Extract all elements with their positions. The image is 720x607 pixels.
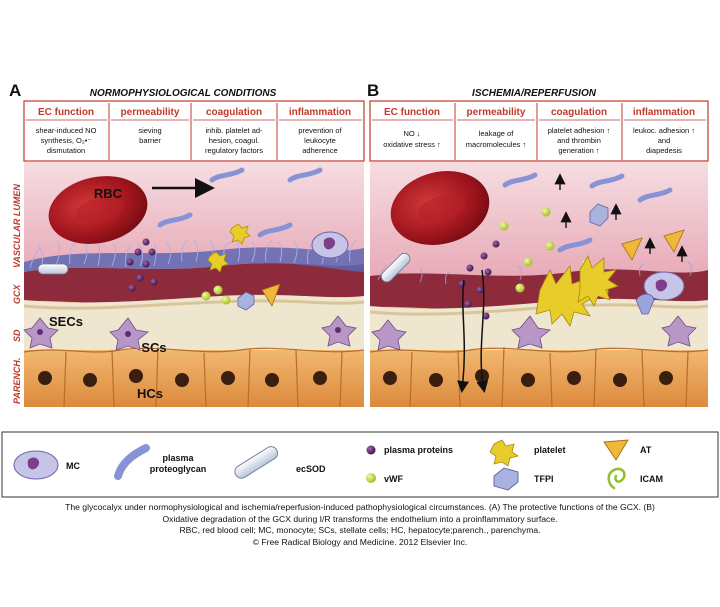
rbc-label: RBC (94, 186, 123, 201)
panel-a-title: NORMOPHYSIOLOGICAL CONDITIONS (90, 88, 277, 99)
icam (635, 293, 655, 315)
glycocalyx-fibers (29, 239, 357, 269)
box-a-perm-line: sieving (138, 126, 161, 135)
legend-at-label: AT (640, 445, 652, 455)
box-b-infl-line: diapedesis (646, 146, 682, 155)
legend-plasma-proteoglycan: plasma proteoglycan (114, 444, 207, 480)
activated-platelets (535, 255, 619, 327)
figure-caption: The glycocalyx under normophysiological … (10, 502, 710, 548)
ecsod (37, 263, 69, 275)
hepatocyte-layer (24, 350, 364, 407)
legend-ecsod-label: ecSOD (296, 464, 326, 474)
box-b-perm-line: macromolecules ↑ (466, 140, 526, 149)
box-a-coag-head: coagulation (206, 107, 262, 118)
caption-line: RBC, red blood cell; MC, monocyte; SCs, … (179, 525, 541, 536)
glycocalyx-layer (24, 247, 364, 272)
vwf (201, 285, 231, 305)
increase-arrows (554, 173, 688, 262)
panel-b-letter: B (367, 81, 379, 100)
box-b-infl-line: and (658, 136, 671, 145)
plasma-proteins (458, 240, 500, 320)
panel-b-title: ISCHEMIA/REPERFUSION (472, 88, 597, 99)
side-label-sd: SD (12, 329, 22, 342)
box-a-ec-line: dismutation (47, 146, 85, 155)
leakage-arrows (457, 269, 489, 393)
panel-a: A NORMOPHYSIOLOGICAL CONDITIONS EC funct… (9, 81, 365, 408)
caption-line: The glycocalyx under normophysiological … (65, 502, 655, 512)
platelets (207, 223, 251, 273)
legend-proteoglycan-label: plasma (162, 453, 194, 463)
box-a-coag-line: hesion, coagul. (209, 136, 259, 145)
side-label-gcx: GCX (12, 284, 22, 305)
antithrombin (621, 237, 643, 261)
antithrombin (261, 283, 281, 307)
panel-a-scene: RBC (23, 162, 365, 408)
box-b-ec-line: oxidative stress ↑ (383, 140, 441, 149)
legend-mc: MC (13, 450, 80, 480)
panel-b: B ISCHEMIA/REPERFUSION EC function NO ↓ … (367, 81, 709, 408)
side-label-parench: PARENCH. (12, 358, 22, 404)
box-a-infl-head: inflammation (289, 107, 351, 118)
legend-plasma-proteins: plasma proteins (366, 445, 453, 455)
box-a-ec-head: EC function (38, 107, 94, 118)
box-b-coag-head: coagulation (551, 107, 607, 118)
proteoglycans (157, 167, 323, 238)
hepatocyte-layer (370, 350, 708, 407)
box-b-coag-line: platelet adhesion ↑ (548, 126, 611, 135)
box-a-perm-head: permeability (121, 107, 180, 118)
antithrombin (663, 229, 685, 253)
box-b-ec-head: EC function (384, 107, 440, 118)
box-b-infl-line: leukoc. adhesion ↑ (633, 126, 695, 135)
box-b-perm-line: leakage of (479, 129, 515, 138)
legend-vwf: vWF (366, 473, 404, 484)
box-a-coag-line: regulatory factors (205, 146, 263, 155)
side-labels: VASCULAR LUMEN GCX SD PARENCH. (12, 184, 22, 404)
legend-tfpi-label: TFPI (534, 474, 554, 484)
box-a-infl-line: prevention of (298, 126, 342, 135)
proteoglycans (502, 172, 673, 253)
box-b-perm-head: permeability (467, 107, 526, 118)
scs-label: SCs (141, 340, 166, 355)
panel-a-letter: A (9, 81, 21, 100)
box-b-coag-line: generation ↑ (558, 146, 599, 155)
legend-platelet: platelet (489, 439, 566, 467)
legend-at: AT (603, 439, 652, 461)
legend-mc-label: MC (66, 461, 80, 471)
side-label-vascular-lumen: VASCULAR LUMEN (12, 184, 22, 268)
panel-b-scene (369, 162, 709, 408)
stellate-cells (371, 315, 697, 351)
legend-proteoglycan-label: proteoglycan (150, 464, 207, 474)
endothelium-layer (24, 263, 364, 304)
box-a-infl-line: adherence (302, 146, 337, 155)
legend-ecsod: ecSOD (234, 446, 326, 479)
legend-tfpi: TFPI (493, 467, 554, 491)
box-a-infl-line: leukocyte (304, 136, 336, 145)
tfpi (237, 291, 255, 311)
box-a-ec-line: shear-induced NO (36, 126, 97, 135)
ecsod (380, 252, 411, 283)
secs-label: SECs (49, 314, 83, 329)
caption-line: © Free Radical Biology and Medicine. 201… (252, 536, 468, 547)
tfpi (589, 203, 609, 227)
legend-vwf-label: vWF (384, 474, 404, 484)
box-b-coag-line: and thrombin (557, 136, 601, 145)
box-a-perm-line: barrier (139, 136, 161, 145)
legend-icam-label: ICAM (640, 474, 663, 484)
legend-plasma-proteins-label: plasma proteins (384, 445, 453, 455)
box-b-infl-head: inflammation (633, 107, 695, 118)
caption-line: Oxidative degradation of the GCX during … (162, 513, 558, 524)
plasma-proteins (126, 238, 158, 292)
box-b-ec-line: NO ↓ (403, 129, 420, 138)
box-a-ec-line: synthesis, O₂•⁻ (41, 136, 92, 145)
legend-icam: ICAM (607, 467, 663, 490)
legend: MC plasma proteoglycan ecSOD plasma prot… (1, 431, 719, 498)
box-a-coag-line: inhib. platelet ad- (205, 126, 263, 135)
hcs-label: HCs (137, 386, 163, 401)
space-of-disse (370, 298, 708, 350)
legend-platelet-label: platelet (534, 445, 566, 455)
